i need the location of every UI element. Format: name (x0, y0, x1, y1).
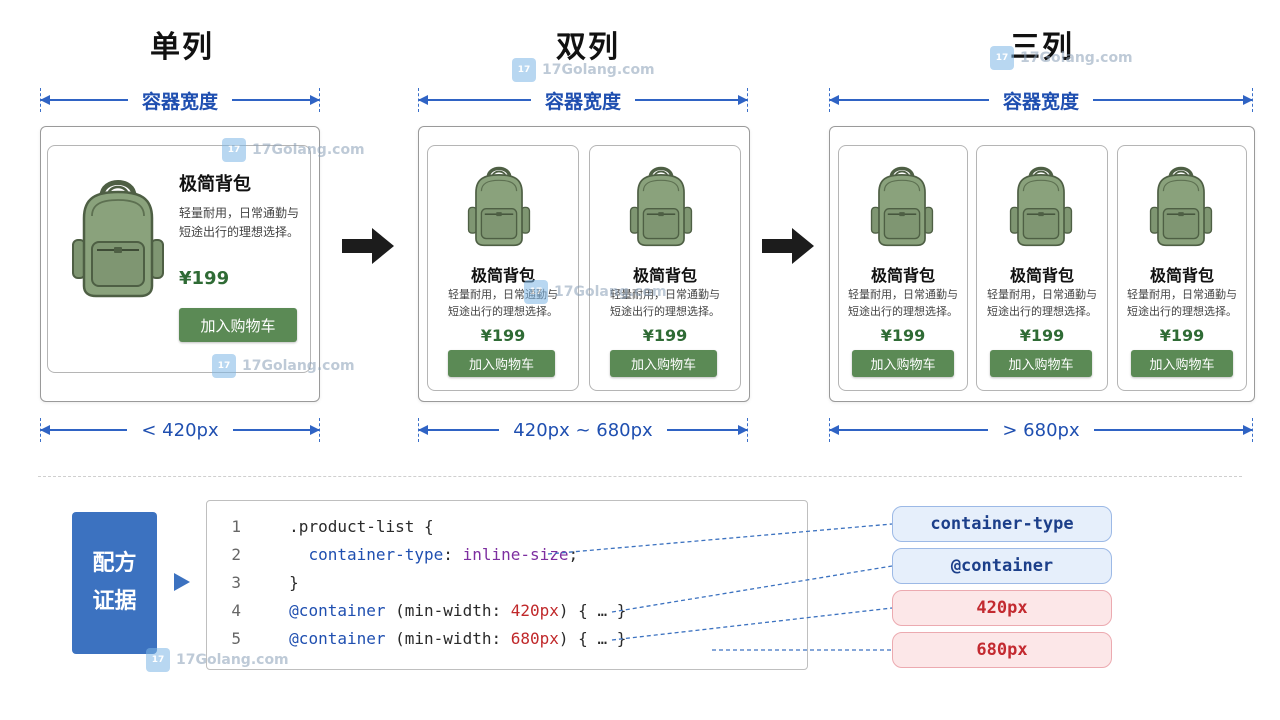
play-arrow-icon (174, 573, 190, 591)
product-card: 极简背包 轻量耐用，日常通勤与短途出行的理想选择。 ¥199 加入购物车 (1117, 145, 1247, 391)
product-name: 极简背包 (632, 266, 697, 285)
tag-680px: 680px (892, 632, 1112, 668)
product-description: 轻量耐用，日常通勤与 短途出行的理想选择。 (179, 206, 300, 239)
container-width-dimension-single: 容器宽度 (40, 88, 321, 113)
add-to-cart-button[interactable]: 加入购物车 (1131, 350, 1233, 377)
container-width-label: 容器宽度 (142, 90, 219, 113)
product-name: 极简背包 (870, 266, 935, 285)
container-width-dimension-triple: 容器宽度 (829, 88, 1254, 113)
backpack-icon (465, 160, 533, 248)
backpack-icon (68, 170, 168, 300)
add-to-cart-button[interactable]: 加入购物车 (610, 350, 717, 377)
watermark-logo-icon: 17 (146, 648, 170, 672)
product-name: 极简背包 (1149, 266, 1214, 285)
backpack-icon (1147, 160, 1215, 248)
section-divider (38, 476, 1242, 477)
product-description: 轻量耐用，日常通勤与短途出行的理想选择。 (848, 288, 958, 319)
range-dimension-triple: > 680px (828, 418, 1254, 442)
tag-container-rule: @container (892, 548, 1112, 584)
product-price: ¥199 (880, 326, 926, 345)
container-single: 极简背包 轻量耐用，日常通勤与 短途出行的理想选择。 ¥199 加入购物车 (40, 126, 320, 402)
column-title-triple: 三列 (1010, 30, 1074, 65)
product-card: 极简背包 轻量耐用，日常通勤与短途出行的理想选择。 ¥199 加入购物车 (976, 145, 1108, 391)
tag-container-type: container-type (892, 506, 1112, 542)
add-to-cart-button[interactable]: 加入购物车 (179, 308, 297, 342)
container-width-label: 容器宽度 (1003, 90, 1080, 113)
product-name: 极简背包 (1009, 266, 1074, 285)
product-card: 极简背包 轻量耐用，日常通勤与短途出行的理想选择。 ¥199 加入购物车 (838, 145, 968, 391)
product-price: ¥199 (642, 326, 688, 345)
range-dimension-single: < 420px (39, 418, 321, 442)
product-price: ¥199 (1019, 326, 1065, 345)
add-to-cart-button[interactable]: 加入购物车 (852, 350, 954, 377)
add-to-cart-button[interactable]: 加入购物车 (448, 350, 555, 377)
backpack-icon (1007, 160, 1075, 248)
watermark-logo-icon: 17 (524, 280, 548, 304)
product-description: 轻量耐用，日常通勤与短途出行的理想选择。 (987, 288, 1097, 319)
range-label-triple: > 680px (1002, 419, 1080, 441)
column-title-single: 单列 (150, 30, 214, 65)
code-line: 4 @container (min-width: 420px) { … } (231, 601, 627, 620)
recipe-evidence-label: 配方证据 (72, 512, 157, 654)
backpack-icon (627, 160, 695, 248)
add-to-cart-button[interactable]: 加入购物车 (990, 350, 1092, 377)
range-label-single: < 420px (141, 419, 219, 441)
arrow-right-icon (762, 228, 814, 264)
watermark-logo-icon: 17 (222, 138, 246, 162)
watermark-logo-icon: 17 (512, 58, 536, 82)
container-double: 极简背包 轻量耐用，日常通勤与短途出行的理想选择。 ¥199 加入购物车 极简背… (418, 126, 750, 402)
watermark-logo-icon: 17 (212, 354, 236, 378)
range-label-double: 420px ~ 680px (513, 419, 653, 441)
product-description: 轻量耐用，日常通勤与短途出行的理想选择。 (1127, 288, 1237, 319)
arrow-right-icon (342, 228, 394, 264)
product-price: ¥199 (179, 268, 230, 289)
product-card: 极简背包 轻量耐用，日常通勤与 短途出行的理想选择。 ¥199 加入购物车 (47, 145, 311, 373)
code-line: 3 } (231, 573, 299, 592)
code-block: 1 .product-list { 2 container-type: inli… (206, 500, 808, 670)
range-dimension-double: 420px ~ 680px (417, 418, 749, 442)
container-width-dimension-double: 容器宽度 (418, 88, 749, 113)
product-card: 极简背包 轻量耐用，日常通勤与短途出行的理想选择。 ¥199 加入购物车 (427, 145, 579, 391)
tag-420px: 420px (892, 590, 1112, 626)
product-name: 极简背包 (470, 266, 535, 285)
backpack-icon (868, 160, 936, 248)
container-width-label: 容器宽度 (545, 90, 622, 113)
product-name: 极简背包 (179, 174, 251, 195)
connector-lines (547, 523, 893, 651)
code-line: 2 container-type: inline-size; (231, 545, 579, 564)
product-price: ¥199 (1159, 326, 1205, 345)
product-description: 轻量耐用，日常通勤与短途出行的理想选择。 (610, 288, 720, 319)
watermark-logo-icon: 17 (990, 46, 1014, 70)
product-price: ¥199 (480, 326, 526, 345)
column-title-double: 双列 (556, 30, 620, 65)
product-card: 极简背包 轻量耐用，日常通勤与短途出行的理想选择。 ¥199 加入购物车 (589, 145, 741, 391)
container-triple: 极简背包 轻量耐用，日常通勤与短途出行的理想选择。 ¥199 加入购物车 极简背… (829, 126, 1255, 402)
code-line: 5 @container (min-width: 680px) { … } (231, 629, 627, 648)
code-line: 1 .product-list { (231, 517, 434, 536)
